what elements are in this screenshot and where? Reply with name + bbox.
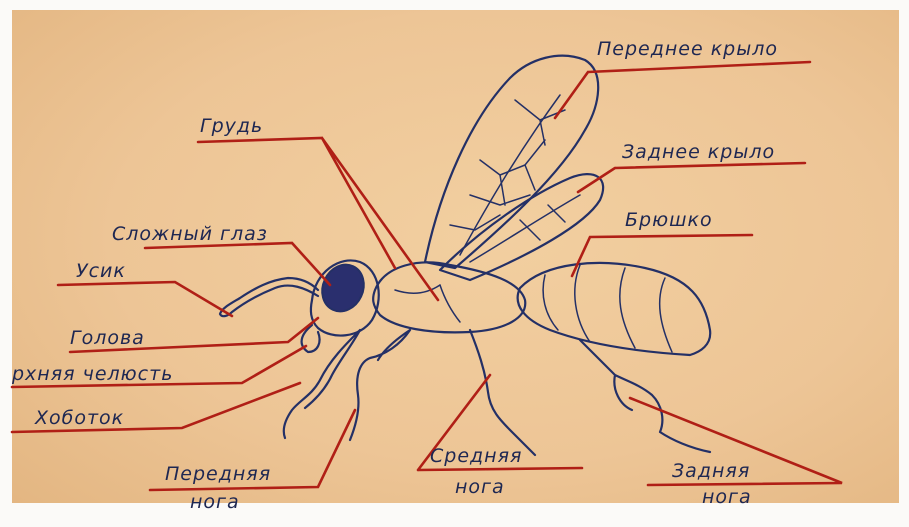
- middle-leg-upper: [350, 330, 410, 440]
- leader-front-wing: [555, 62, 810, 118]
- label-front-leg-line2: нога: [190, 491, 240, 513]
- label-thorax: Грудь: [200, 115, 263, 137]
- abdomen-drawing: [518, 263, 711, 355]
- labels: Переднее крыло Заднее крыло Грудь Брюшко…: [11, 38, 778, 513]
- label-front-leg-line1: Передняя: [165, 463, 271, 485]
- leader-hind-wing: [578, 163, 805, 192]
- label-abdomen: Брюшко: [625, 209, 713, 231]
- label-middle-leg-line1: Средняя: [430, 445, 522, 467]
- label-front-wing: Переднее крыло: [597, 38, 778, 60]
- label-antenna: Усик: [76, 260, 126, 282]
- label-upper-jaw: рхняя челюсть: [11, 363, 173, 385]
- middle-leg-drawing: [470, 330, 535, 455]
- leader-abdomen: [572, 235, 752, 276]
- leader-lines: [12, 62, 842, 490]
- bee-drawing: [220, 56, 710, 455]
- label-hind-leg-line2: нога: [702, 486, 752, 508]
- label-proboscis: Хоботок: [34, 407, 124, 429]
- leader-compound-eye: [145, 243, 330, 285]
- label-head: Голова: [70, 327, 145, 349]
- label-hind-wing: Заднее крыло: [622, 141, 775, 163]
- compound-eye-drawing: [315, 258, 372, 318]
- leader-antenna: [58, 282, 232, 316]
- leader-thorax: [198, 138, 438, 300]
- head-drawing: [302, 258, 379, 352]
- label-middle-leg-line2: нога: [455, 476, 505, 498]
- label-hind-leg-line1: Задняя: [672, 460, 750, 482]
- antenna-drawing: [220, 278, 318, 316]
- hind-leg-drawing: [580, 340, 710, 452]
- label-compound-eye: Сложный глаз: [112, 223, 268, 245]
